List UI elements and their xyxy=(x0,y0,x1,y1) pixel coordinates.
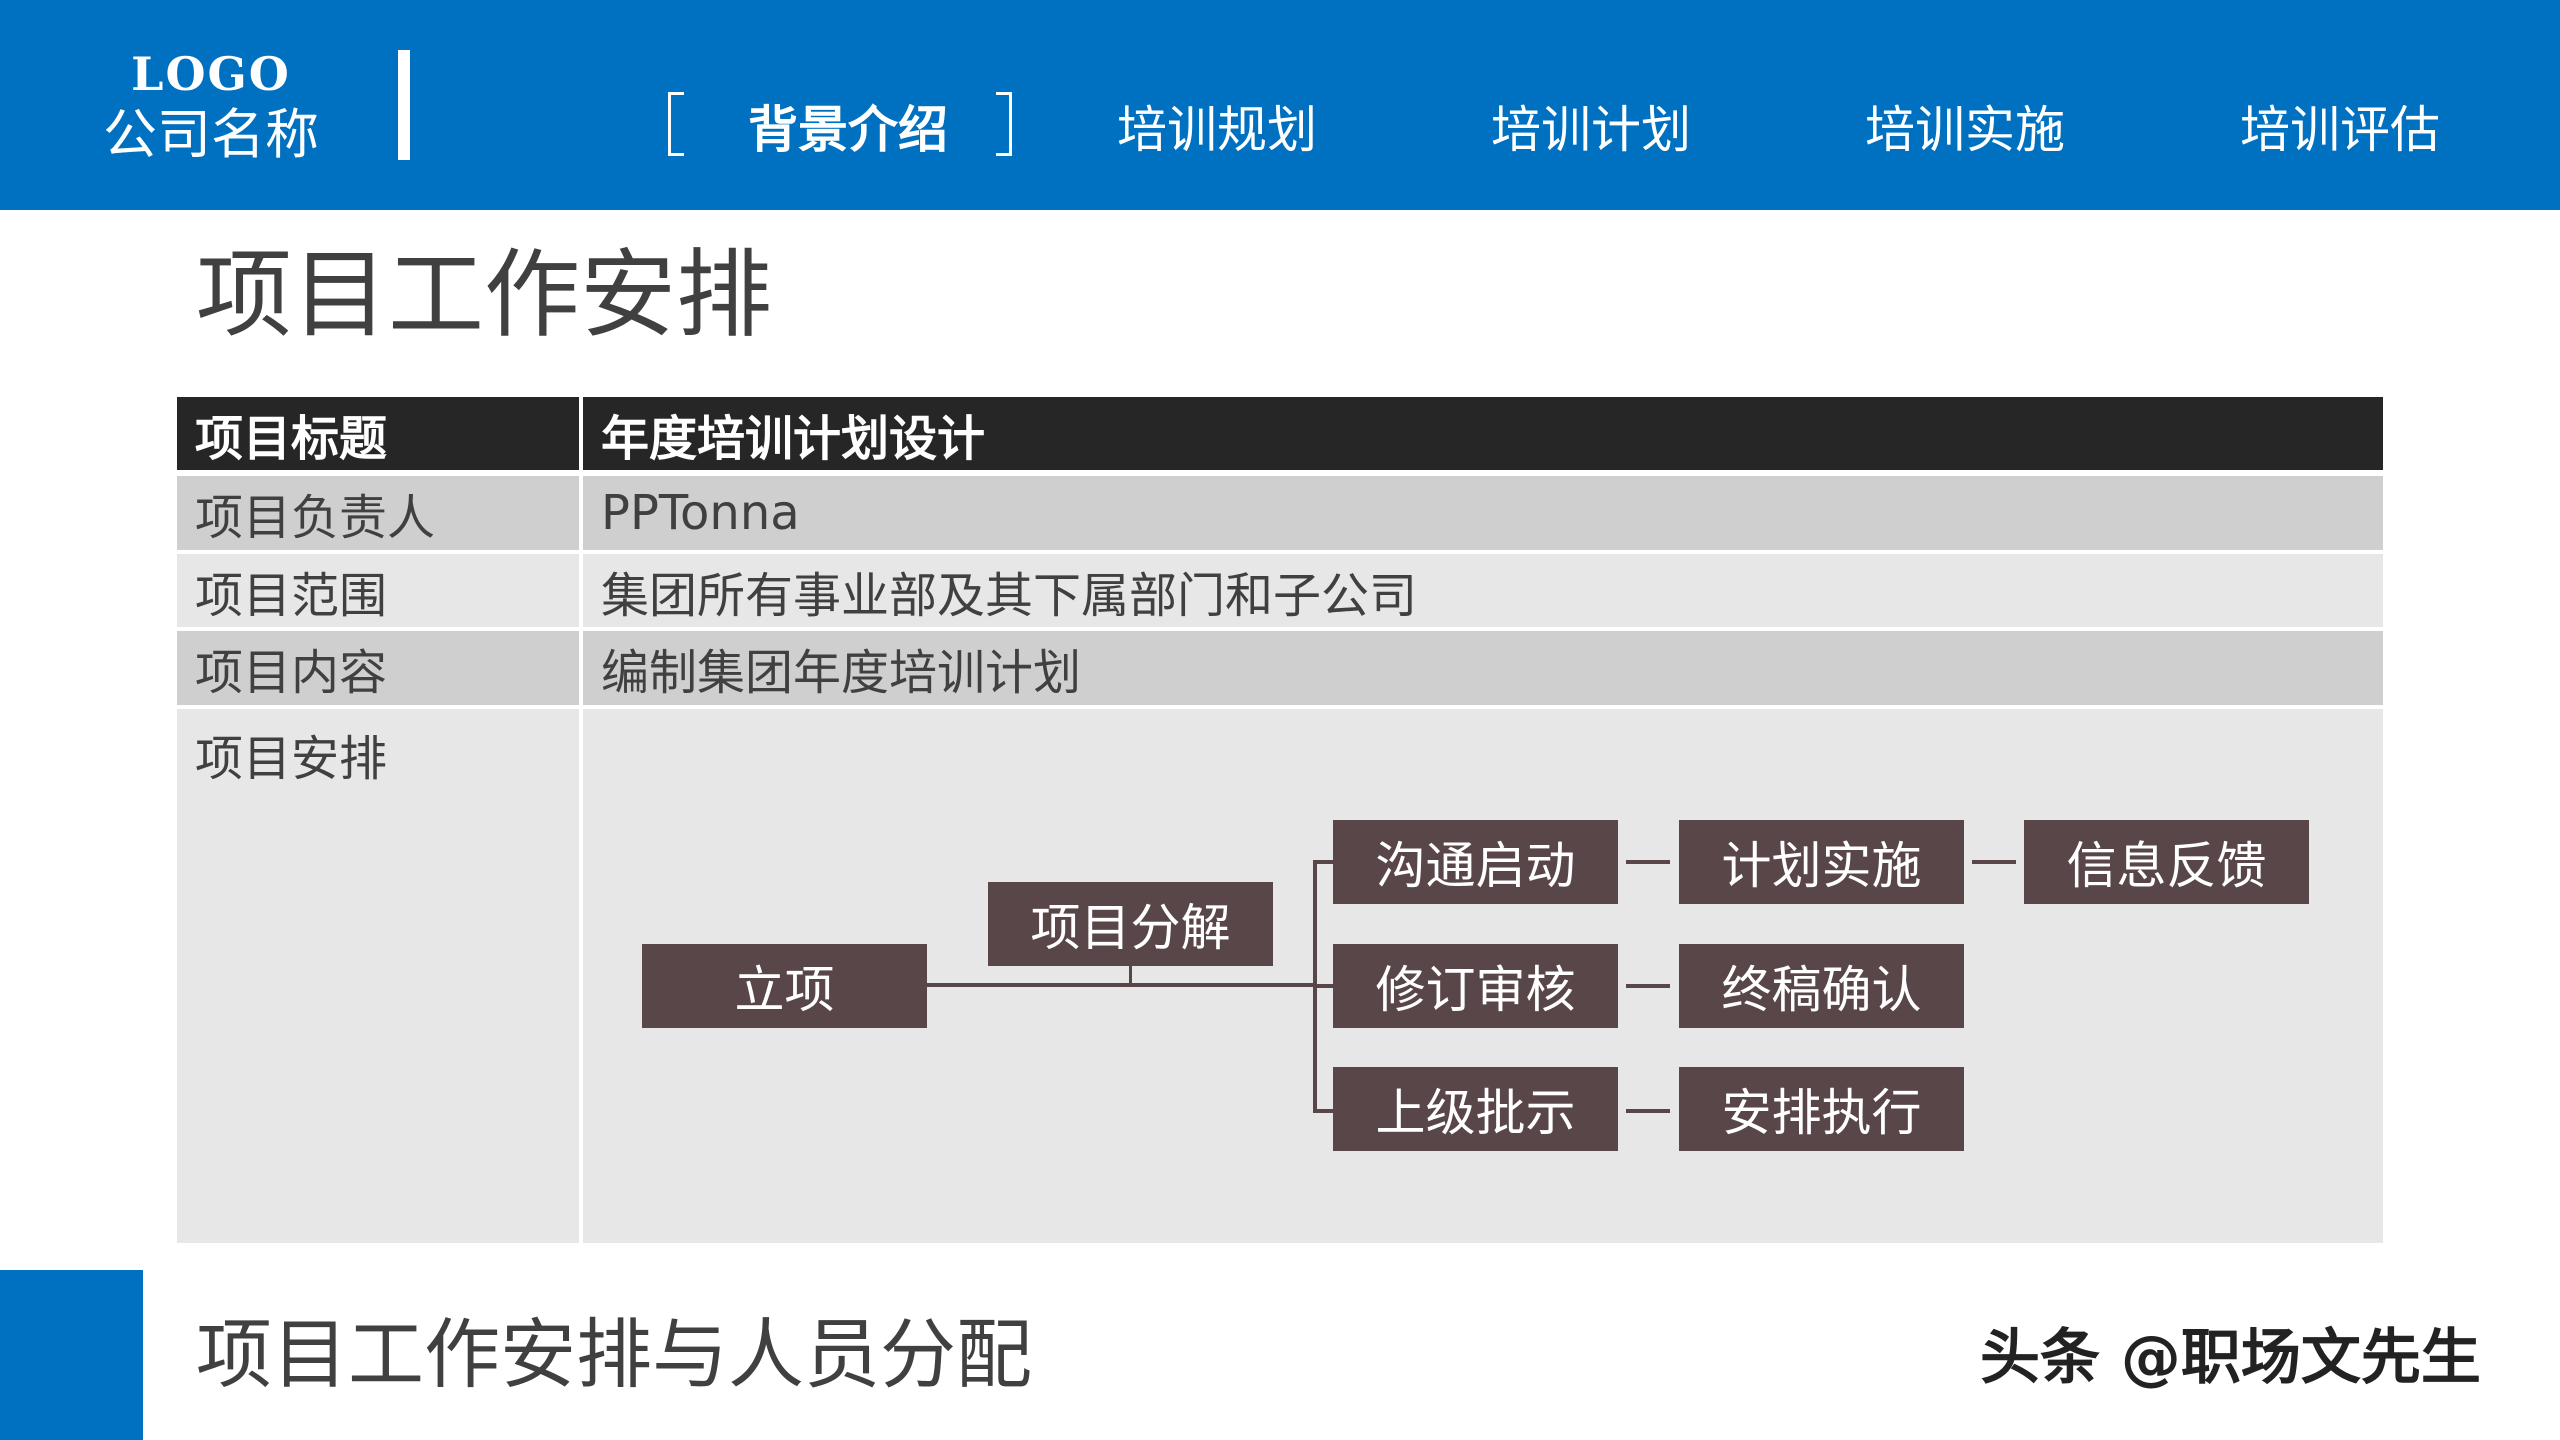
connector-r1-b xyxy=(1972,860,2016,864)
row-label-owner: 项目负责人 xyxy=(177,476,579,550)
nav-item-background[interactable]: 背景介绍 xyxy=(748,101,948,159)
connector-r1-a xyxy=(1626,860,1670,864)
table-header-value: 年度培训计划设计 xyxy=(583,397,2383,470)
watermark: 头条 @职场文先生 xyxy=(1980,1323,2481,1393)
flow-box-decompose: 项目分解 xyxy=(988,882,1273,966)
top-header-bar xyxy=(0,0,2560,210)
flow-box-execute: 安排执行 xyxy=(1679,1067,1964,1151)
connector-r3 xyxy=(1626,1109,1670,1113)
nav-item-training-implementation[interactable]: 培训实施 xyxy=(1865,101,2065,159)
row-label-content: 项目内容 xyxy=(177,631,579,705)
nav-item-training-evaluation[interactable]: 培训评估 xyxy=(2240,101,2440,159)
footer-accent-bar xyxy=(0,1270,143,1440)
connector-r2 xyxy=(1626,984,1670,988)
row-label-scope: 项目范围 xyxy=(177,554,579,627)
connector-branch-2 xyxy=(1313,984,1333,988)
flow-box-confirm: 终稿确认 xyxy=(1679,944,1964,1028)
nav-item-training-plan[interactable]: 培训计划 xyxy=(1491,101,1691,159)
footer-subtitle: 项目工作安排与人员分配 xyxy=(196,1310,1032,1399)
flow-box-start: 立项 xyxy=(642,944,927,1028)
page-title: 项目工作安排 xyxy=(196,239,772,351)
row-value-scope: 集团所有事业部及其下属部门和子公司 xyxy=(583,554,2383,627)
active-bracket-right xyxy=(996,92,1012,156)
row-value-owner: PPTonna xyxy=(583,476,2383,550)
flow-box-communicate: 沟通启动 xyxy=(1333,820,1618,904)
flow-box-feedback: 信息反馈 xyxy=(2024,820,2309,904)
active-bracket-left xyxy=(668,92,684,156)
header-divider xyxy=(398,50,410,160)
nav-item-training-planning[interactable]: 培训规划 xyxy=(1117,101,1317,159)
row-label-arrangement: 项目安排 xyxy=(177,709,579,1243)
connector-decompose xyxy=(1129,966,1132,985)
row-value-content: 编制集团年度培训计划 xyxy=(583,631,2383,705)
flow-box-revise: 修订审核 xyxy=(1333,944,1618,1028)
flow-box-approve: 上级批示 xyxy=(1333,1067,1618,1151)
logo: LOGO xyxy=(131,47,291,101)
connector-branch-1 xyxy=(1313,860,1333,864)
connector-branch-3 xyxy=(1313,1109,1333,1113)
flow-box-implement: 计划实施 xyxy=(1679,820,1964,904)
connector-main xyxy=(926,983,1316,987)
table-header-label: 项目标题 xyxy=(177,397,579,470)
company-name: 公司名称 xyxy=(103,103,319,166)
